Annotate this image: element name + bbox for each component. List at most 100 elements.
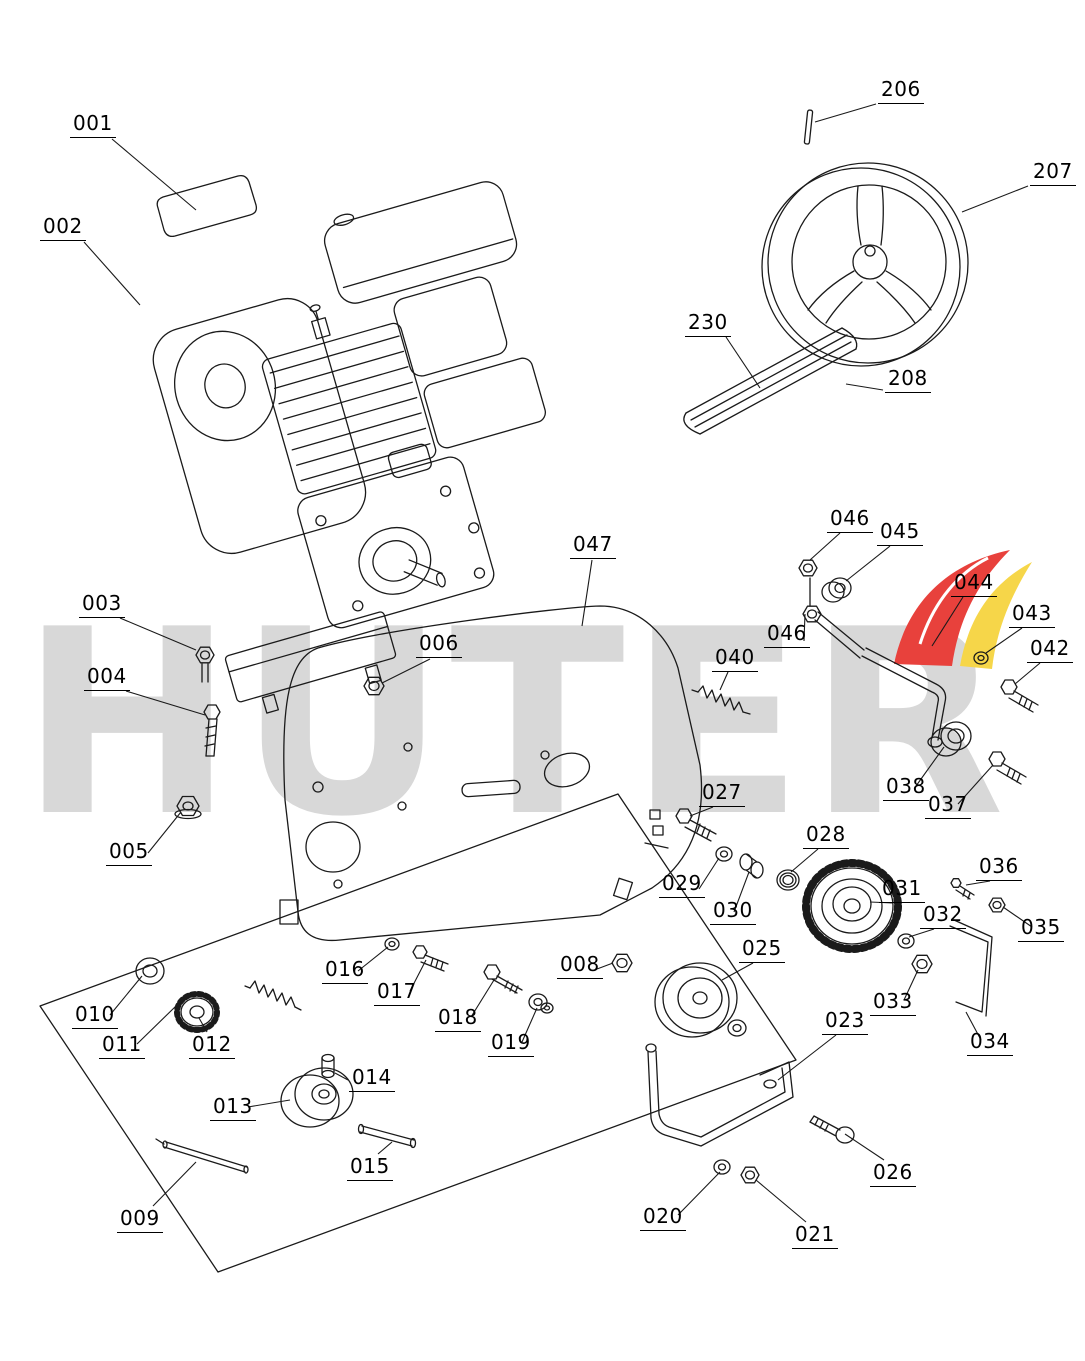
leader-line-009 — [152, 1161, 197, 1207]
leader-line-023 — [777, 1034, 837, 1081]
part-label-014: 014 — [349, 1066, 395, 1092]
bracket-023 — [645, 1043, 794, 1147]
leader-line-012 — [198, 1017, 208, 1033]
part-label-009: 009 — [117, 1207, 163, 1233]
part-label-037: 037 — [925, 793, 971, 819]
bolt-004 — [203, 704, 221, 757]
part-label-206: 206 — [878, 78, 924, 104]
part-label-027: 027 — [699, 781, 745, 807]
leader-line-037 — [957, 764, 994, 805]
leader-line-010 — [109, 975, 143, 1016]
leader-line-015 — [377, 1141, 393, 1155]
bearing-010-011 — [135, 957, 165, 985]
leader-line-026 — [844, 1133, 885, 1161]
part-label-016: 016 — [322, 958, 368, 984]
leader-line-036 — [965, 880, 991, 886]
part-label-017: 017 — [374, 980, 420, 1006]
key-shaft-015 — [357, 1123, 417, 1149]
part-label-006: 006 — [416, 632, 462, 658]
washer-019 — [528, 993, 554, 1014]
part-label-020: 020 — [640, 1205, 686, 1231]
leader-line-043 — [985, 627, 1023, 654]
leader-line-004 — [125, 690, 206, 716]
part-label-008: 008 — [557, 953, 603, 979]
pin-206 — [803, 109, 814, 145]
part-label-034: 034 — [967, 1030, 1013, 1056]
bracket-034 — [949, 919, 993, 1017]
washer-020 — [713, 1159, 731, 1175]
leader-line-040 — [719, 671, 729, 691]
part-label-042: 042 — [1027, 637, 1073, 663]
leader-line-207 — [961, 185, 1029, 213]
nut-005 — [174, 795, 202, 820]
bearing-028 — [776, 869, 800, 891]
part-label-005: 005 — [106, 840, 152, 866]
leader-line-018 — [470, 979, 495, 1018]
part-label-038: 038 — [883, 775, 929, 801]
pulley-025 — [654, 962, 747, 1038]
nut-006 — [363, 676, 385, 696]
lever-arm-044 — [809, 577, 947, 748]
leader-line-047 — [581, 559, 593, 627]
leader-line-208 — [845, 383, 884, 391]
leader-line-028 — [790, 848, 819, 873]
bolt-027 — [675, 808, 717, 842]
part-label-033: 033 — [870, 990, 916, 1016]
bushing-030 — [739, 853, 764, 879]
bearing-045 — [821, 577, 852, 603]
leader-line-021 — [755, 1179, 807, 1223]
drive-belt-230-208 — [683, 327, 858, 435]
bolt-026 — [809, 1115, 855, 1144]
part-label-001: 001 — [70, 112, 116, 138]
part-label-043: 043 — [1009, 602, 1055, 628]
gear-031 — [802, 859, 902, 953]
leader-line-005 — [147, 811, 182, 854]
part-label-015: 015 — [347, 1155, 393, 1181]
screw-036 — [950, 878, 975, 900]
clutch-spring — [244, 980, 302, 1011]
part-label-047: 047 — [570, 533, 616, 559]
leader-line-044 — [931, 596, 964, 647]
leader-line-045 — [845, 545, 891, 582]
part-label-025: 025 — [739, 937, 785, 963]
washer-032 — [897, 933, 915, 949]
part-label-045: 045 — [877, 520, 923, 546]
leader-line-038 — [915, 746, 945, 787]
leader-line-008 — [596, 962, 614, 970]
swoosh-white-stripe — [918, 556, 989, 645]
washer-029 — [715, 846, 733, 862]
nut-033 — [911, 954, 933, 974]
part-label-207: 207 — [1030, 160, 1076, 186]
part-label-002: 002 — [40, 215, 86, 241]
washer-016 — [384, 937, 400, 951]
part-label-029: 029 — [659, 872, 705, 898]
bolt-042 — [1000, 679, 1039, 713]
swoosh-yellow-shape — [960, 562, 1032, 669]
nut-035 — [988, 897, 1006, 913]
part-label-012: 012 — [189, 1033, 235, 1059]
part-label-019: 019 — [488, 1031, 534, 1057]
label-plate-001 — [156, 174, 258, 238]
bushing-038 — [930, 721, 972, 757]
part-label-028: 028 — [803, 823, 849, 849]
nut-021 — [740, 1166, 760, 1184]
part-label-010: 010 — [72, 1003, 118, 1029]
washer-043 — [973, 651, 989, 665]
leader-line-034 — [965, 1011, 982, 1041]
part-label-230: 230 — [685, 311, 731, 337]
leader-line-206 — [814, 103, 877, 123]
leader-line-006 — [381, 658, 431, 684]
part-label-018: 018 — [435, 1006, 481, 1032]
part-label-004: 004 — [84, 665, 130, 691]
part-label-031: 031 — [879, 877, 925, 903]
leader-line-230 — [725, 336, 761, 389]
leader-line-025 — [721, 962, 754, 981]
engine-assembly-002 — [152, 181, 547, 714]
leader-line-046 — [809, 532, 841, 561]
part-label-011: 011 — [99, 1033, 145, 1059]
leader-line-029 — [698, 857, 720, 890]
part-label-026: 026 — [870, 1161, 916, 1187]
